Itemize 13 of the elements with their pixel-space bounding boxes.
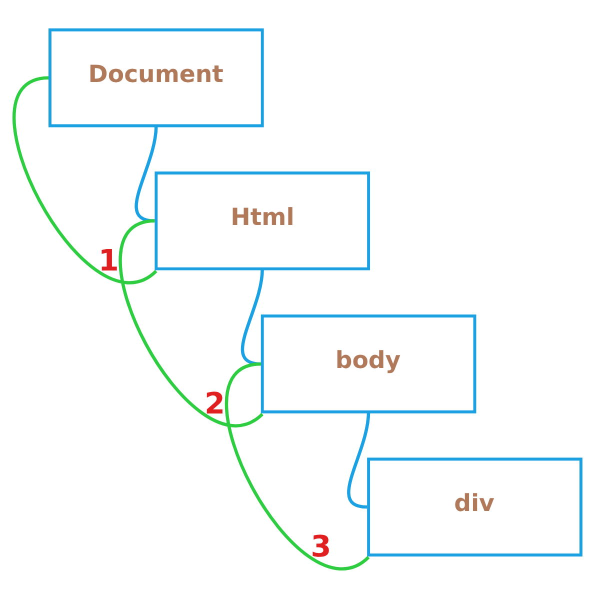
- connector: [134, 126, 158, 223]
- edge-label: 1: [98, 243, 119, 278]
- edge-label: 2: [204, 386, 226, 420]
- connector: [118, 219, 264, 426]
- node-box: div: [367, 458, 582, 556]
- connector: [240, 268, 264, 366]
- connector: [347, 412, 370, 509]
- node-box: body: [260, 314, 476, 414]
- node-box: Html: [154, 172, 370, 270]
- connector: [224, 362, 370, 570]
- connector: [12, 76, 157, 284]
- edge-label: 3: [310, 529, 332, 564]
- node-box: Document: [48, 28, 264, 128]
